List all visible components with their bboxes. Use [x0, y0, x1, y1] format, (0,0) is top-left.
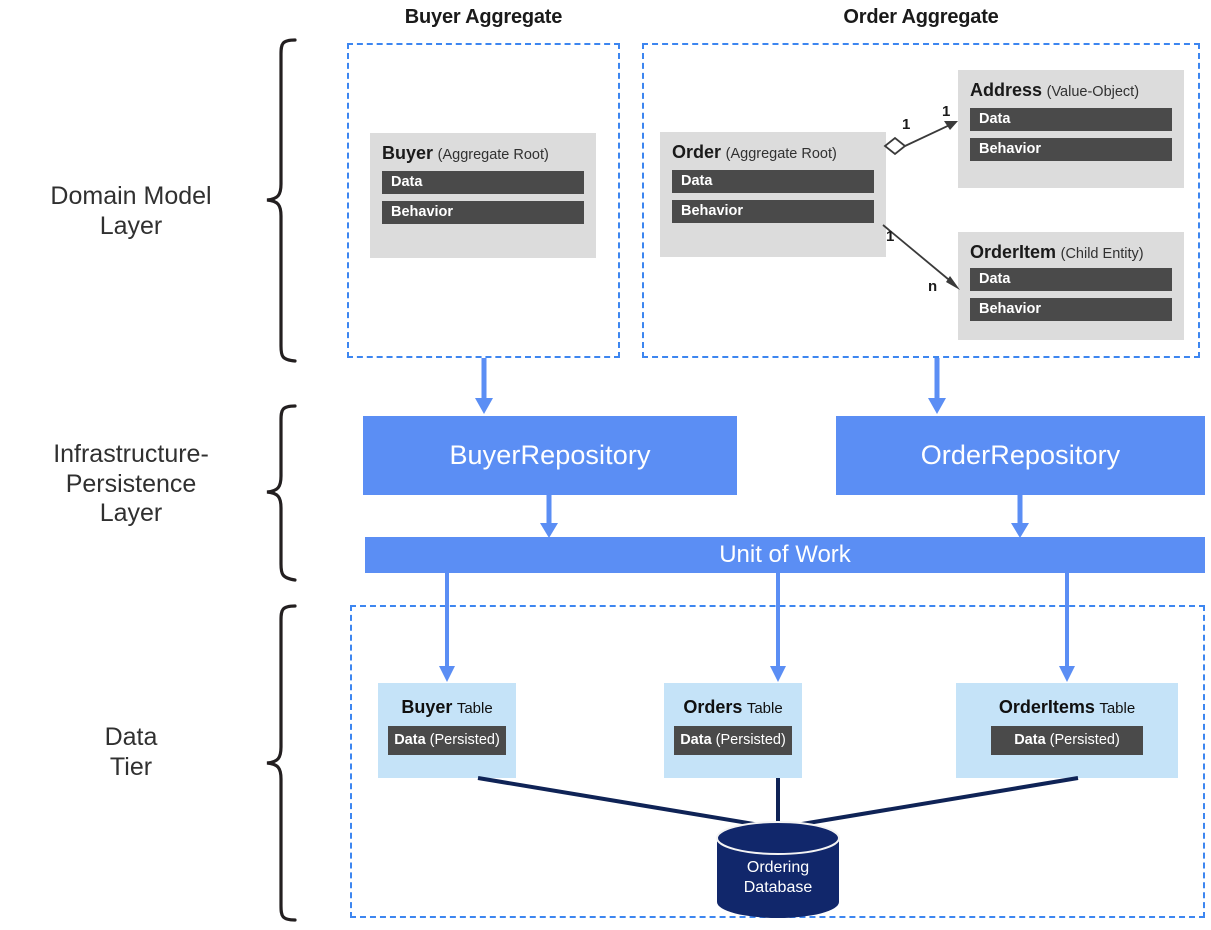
entity-slot-orderitem-data: Data: [970, 268, 1172, 291]
table-to-database-connectors: [477, 776, 1079, 830]
table-slot-buyer-data: Data (Persisted): [388, 726, 506, 755]
layer-label-data-line1: Data: [104, 723, 158, 751]
entity-name-address: Address: [970, 80, 1043, 100]
table-slot-orderitems-data: Data (Persisted): [991, 726, 1143, 755]
entity-slot-address-data: Data: [970, 108, 1172, 131]
buyer-aggregate-boundary: [347, 43, 620, 358]
entity-stereotype-address: (Value-Object): [1046, 84, 1140, 100]
layer-label-data-tier: Data Tier: [0, 723, 262, 782]
table-title-orderitems: OrderItems Table: [956, 697, 1178, 718]
multiplicity-order-address-target: 1: [942, 103, 951, 120]
entity-slot-address-behavior: Behavior: [970, 138, 1172, 161]
table-slot-suffix-buyer: (Persisted): [429, 732, 500, 748]
database-cylinder: Ordering Database: [715, 821, 841, 918]
entity-slot-buyer-behavior: Behavior: [382, 201, 584, 224]
database-cylinder-icon: [716, 821, 840, 918]
arrow-uow-to-orderitems-table-icon: [1059, 573, 1075, 682]
table-suffix-orderitems: Table: [1099, 700, 1136, 717]
arrow-order-aggregate-to-repository-icon: [928, 358, 946, 414]
database-label-line2: Database: [743, 879, 813, 896]
table-name-orderitems: OrderItems: [998, 697, 1095, 717]
unit-of-work-bar[interactable]: Unit of Work: [365, 537, 1205, 573]
table-slot-suffix-orders: (Persisted): [715, 732, 786, 748]
order-aggregate-boundary: [642, 43, 1200, 358]
layer-label-domain-line2: Layer: [99, 211, 163, 240]
entity-stereotype-buyer: (Aggregate Root): [437, 147, 549, 163]
table-slot-name-orderitems: Data: [1014, 732, 1046, 748]
layer-label-domain-line1: Domain Model: [50, 182, 212, 210]
entity-name-orderitem: OrderItem: [970, 242, 1057, 262]
layer-label-infra-line2: Persistence: [65, 469, 197, 498]
table-card-orders: Orders Table Data (Persisted): [664, 683, 802, 778]
repository-box-order[interactable]: OrderRepository: [836, 416, 1205, 495]
table-title-buyer: Buyer Table: [378, 697, 516, 718]
entity-slot-orderitem-behavior: Behavior: [970, 298, 1172, 321]
entity-slot-buyer-data: Data: [382, 171, 584, 194]
entity-name-buyer: Buyer: [382, 143, 434, 163]
relation-order-orderitem-icon: [882, 224, 960, 290]
entity-title-address: Address (Value-Object): [970, 80, 1172, 101]
entity-name-order: Order: [672, 142, 722, 162]
table-name-buyer: Buyer: [401, 697, 453, 717]
table-name-orders: Orders: [683, 697, 743, 717]
table-slot-orders-data: Data (Persisted): [674, 726, 792, 755]
entity-title-order: Order (Aggregate Root): [672, 142, 874, 163]
brace-data-tier-icon: [266, 604, 297, 922]
buyer-aggregate-heading: Buyer Aggregate: [404, 6, 563, 28]
entity-card-order: Order (Aggregate Root) Data Behavior: [660, 132, 886, 257]
database-label: Ordering Database: [715, 858, 841, 898]
database-label-line1: Ordering: [746, 859, 810, 876]
layer-label-domain-model: Domain Model Layer: [0, 182, 262, 241]
brace-infrastructure-icon: [266, 404, 297, 582]
entity-card-orderitem: OrderItem (Child Entity) Data Behavior: [958, 232, 1184, 340]
table-suffix-buyer: Table: [456, 700, 493, 717]
entity-stereotype-orderitem: (Child Entity): [1060, 246, 1144, 262]
layer-label-infra-line1: Infrastructure-: [53, 440, 209, 468]
table-title-orders: Orders Table: [664, 697, 802, 718]
arrow-uow-to-orders-table-icon: [770, 573, 786, 682]
table-card-buyer: Buyer Table Data (Persisted): [378, 683, 516, 778]
arrow-buyer-aggregate-to-repository-icon: [475, 358, 493, 414]
brace-domain-model-icon: [266, 38, 297, 363]
entity-title-buyer: Buyer (Aggregate Root): [382, 143, 584, 164]
multiplicity-order-address-source: 1: [902, 116, 911, 133]
table-suffix-orders: Table: [746, 700, 783, 717]
layer-label-data-line2: Tier: [109, 752, 153, 781]
arrow-buyer-repository-to-uow-icon: [540, 495, 558, 538]
order-aggregate-heading: Order Aggregate: [843, 6, 999, 28]
multiplicity-order-orderitem-target: n: [928, 278, 938, 295]
entity-stereotype-order: (Aggregate Root): [725, 146, 837, 162]
layer-label-infra-line3: Layer: [99, 499, 163, 527]
table-slot-name-orders: Data: [680, 732, 712, 748]
entity-card-buyer: Buyer (Aggregate Root) Data Behavior: [370, 133, 596, 258]
entity-title-orderitem: OrderItem (Child Entity): [970, 242, 1172, 263]
arrow-order-repository-to-uow-icon: [1011, 495, 1029, 538]
entity-card-address: Address (Value-Object) Data Behavior: [958, 70, 1184, 188]
entity-slot-order-data: Data: [672, 170, 874, 193]
layer-label-infrastructure-persistence: Infrastructure- Persistence Layer: [0, 440, 262, 529]
table-slot-name-buyer: Data: [394, 732, 426, 748]
table-slot-suffix-orderitems: (Persisted): [1049, 732, 1120, 748]
repository-box-buyer[interactable]: BuyerRepository: [363, 416, 737, 495]
multiplicity-order-orderitem-source: 1: [886, 228, 895, 245]
arrow-uow-to-buyer-table-icon: [439, 573, 455, 682]
table-card-orderitems: OrderItems Table Data (Persisted): [956, 683, 1178, 778]
relation-order-address-icon: [883, 121, 958, 156]
entity-slot-order-behavior: Behavior: [672, 200, 874, 223]
